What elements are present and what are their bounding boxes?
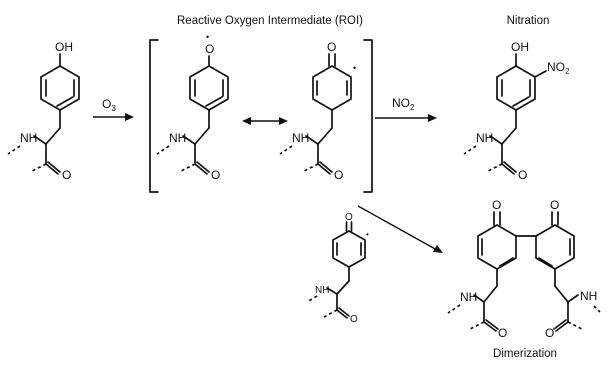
carbonyl-o-label: O — [334, 168, 343, 182]
carbonyl-o-label: O — [350, 314, 358, 325]
dimerization-arrow — [357, 205, 443, 253]
no2-reagent-label: NO2 — [392, 96, 415, 112]
carbonyl-o-label: O — [62, 168, 71, 182]
carbonyl-o-label: O — [211, 168, 220, 182]
nitration-heading: Nitration — [507, 15, 550, 27]
second-radical-molecule: O • NH O — [306, 212, 369, 325]
radical-dot: • — [366, 230, 369, 239]
amide-nh-label: NH — [169, 131, 186, 145]
left-amide-nh: NH — [460, 290, 477, 304]
radical-dot: • — [353, 63, 356, 73]
dityrosine-dimer-molecule: O O NH O NH O — [447, 198, 601, 340]
cyclohexadienone-radical-molecule: O • NH O — [279, 40, 356, 182]
amide-nh-label: NH — [315, 285, 329, 296]
right-carbonyl-o: O — [545, 326, 554, 340]
hydroxyl-label: OH — [55, 40, 73, 54]
carbonyl-o-label: O — [518, 168, 527, 182]
amide-nh-label: NH — [20, 131, 37, 145]
phenoxyl-radical-molecule: O • NH O — [156, 32, 229, 182]
nitrotyrosine-molecule: OH NO2 NH O — [463, 40, 570, 182]
nitro-label: NO2 — [547, 60, 570, 76]
amide-nh-label: NH — [476, 131, 493, 145]
radical-oxygen-label: O — [205, 42, 214, 56]
roi-bracket — [149, 39, 373, 193]
left-carbonyl-o: O — [498, 326, 507, 340]
ketone-o-label: O — [327, 40, 336, 54]
roi-heading: Reactive Oxygen Intermediate (ROI) — [177, 15, 363, 27]
right-amide-nh: NH — [580, 289, 597, 303]
left-ketone-o: O — [492, 198, 501, 212]
radical-dot: • — [206, 32, 209, 42]
ozone-arrow: O3 — [93, 97, 134, 121]
dimerization-heading: Dimerization — [493, 348, 557, 360]
resonance-arrow — [242, 117, 288, 125]
right-ketone-o: O — [550, 198, 559, 212]
tyrosine-molecule: OH NH O — [7, 40, 80, 182]
nitrogen-dioxide-arrow: NO2 — [375, 96, 437, 122]
hydroxyl-label: OH — [511, 40, 529, 54]
ketone-o-label: O — [345, 212, 353, 223]
amide-nh-label: NH — [292, 131, 309, 145]
ozone-label: O3 — [102, 97, 116, 113]
